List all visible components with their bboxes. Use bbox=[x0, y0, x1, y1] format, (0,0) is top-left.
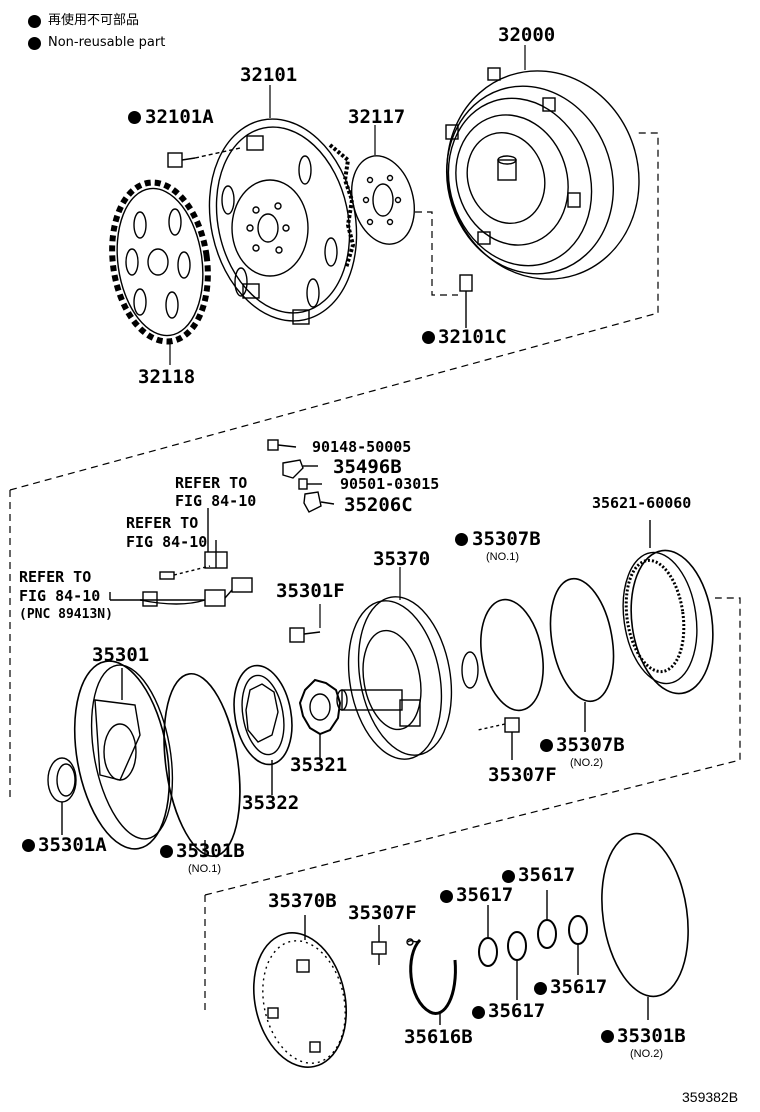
bracket-35496B bbox=[282, 459, 318, 479]
speed-sensor-lower bbox=[109, 577, 253, 607]
part-label-32101: 32101 bbox=[240, 64, 298, 86]
non-reusable-dot bbox=[422, 331, 435, 344]
part-label-35322: 35322 bbox=[242, 792, 300, 814]
part-note-35307B-no1: (NO.1) bbox=[486, 551, 519, 563]
part-label-32117: 32117 bbox=[348, 106, 406, 128]
bolt-35307F bbox=[477, 717, 520, 760]
legend-text-jp: 再使用不可部品 bbox=[48, 13, 140, 28]
part-label-35617-c: 35617 bbox=[550, 976, 608, 998]
refer-to-note-2-line1: REFER TO bbox=[126, 514, 199, 532]
bolt-35301F bbox=[289, 627, 321, 643]
part-label-35370B: 35370B bbox=[268, 890, 337, 912]
plate-35370B bbox=[252, 915, 348, 1068]
speed-sensor-upper bbox=[159, 540, 228, 580]
seal-ring-35307B-no2 bbox=[549, 577, 615, 732]
refer-to-note-3-line1: REFER TO bbox=[19, 568, 92, 586]
stator-shaft-35370 bbox=[336, 596, 479, 760]
part-label-35301A: 35301A bbox=[38, 834, 107, 856]
legend-text-en: Non-reusable part bbox=[48, 35, 166, 50]
part-label-32101A: 32101A bbox=[145, 106, 214, 128]
part-label-35307B-no1: 35307B bbox=[472, 528, 541, 550]
driven-gear-35321 bbox=[298, 678, 342, 758]
part-label-35321: 35321 bbox=[290, 754, 348, 776]
non-reusable-dot bbox=[440, 890, 453, 903]
part-label-35617-b: 35617 bbox=[518, 864, 576, 886]
part-label-32000: 32000 bbox=[498, 24, 556, 46]
non-reusable-dot bbox=[22, 839, 35, 852]
bolt-35307F-lower bbox=[371, 925, 387, 965]
part-label-35307F: 35307F bbox=[488, 764, 557, 786]
legend-dot-en bbox=[28, 37, 41, 50]
non-reusable-dot bbox=[160, 845, 173, 858]
non-reusable-dot bbox=[472, 1006, 485, 1019]
part-label-35307F-lower: 35307F bbox=[348, 902, 417, 924]
part-label-35621-60060: 35621-60060 bbox=[592, 494, 692, 512]
retainer-35206C bbox=[303, 491, 335, 513]
part-label-35307B-no2: 35307B bbox=[556, 734, 625, 756]
bearing-35621 bbox=[622, 520, 714, 695]
pump-body-35301 bbox=[73, 660, 174, 850]
refer-to-note-3-line2: FIG 84-10 bbox=[19, 587, 101, 605]
part-label-90148-50005: 90148-50005 bbox=[312, 438, 412, 456]
torque-converter-32000 bbox=[445, 67, 640, 280]
non-reusable-dot bbox=[455, 533, 468, 546]
part-label-35616B: 35616B bbox=[404, 1026, 473, 1048]
drive-plate-32101 bbox=[208, 118, 358, 325]
refer-to-note-2-line2: FIG 84-10 bbox=[126, 533, 208, 551]
refer-to-note-1-line1: REFER TO bbox=[175, 474, 248, 492]
part-label-90501-03015: 90501-03015 bbox=[340, 475, 440, 493]
part-label-35301: 35301 bbox=[92, 644, 150, 666]
non-reusable-dot bbox=[502, 870, 515, 883]
non-reusable-dot bbox=[128, 111, 141, 124]
part-note-35307B-no2: (NO.2) bbox=[570, 757, 603, 769]
part-note-35301B-no2: (NO.2) bbox=[630, 1048, 663, 1060]
part-label-35617-a: 35617 bbox=[456, 884, 514, 906]
part-note-35301B-no1: (NO.1) bbox=[188, 863, 221, 875]
leader-lines bbox=[169, 45, 526, 628]
part-label-35617-d: 35617 bbox=[488, 1000, 546, 1022]
part-label-35301F: 35301F bbox=[276, 580, 345, 602]
refer-to-note-1-line2: FIG 84-10 bbox=[175, 492, 257, 510]
dashed-section-frames bbox=[9, 132, 741, 1010]
drive-gear-35322 bbox=[233, 664, 293, 795]
spacer-32117 bbox=[351, 155, 415, 245]
snap-ring-35616B bbox=[406, 938, 457, 1025]
part-label-35496B: 35496B bbox=[333, 456, 402, 478]
part-label-32101C: 32101C bbox=[438, 326, 507, 348]
seal-ring-35307B-no1 bbox=[480, 598, 544, 712]
part-label-35206C: 35206C bbox=[344, 494, 413, 516]
refer-to-note-3-line3: (PNC 89413N) bbox=[19, 607, 113, 622]
pin-90501 bbox=[298, 478, 322, 490]
rings-35617 bbox=[478, 890, 588, 1000]
part-label-35301B-no2: 35301B bbox=[617, 1025, 686, 1047]
legend-dot-jp bbox=[28, 15, 41, 28]
sprocket-32118 bbox=[109, 179, 211, 345]
non-reusable-dot bbox=[534, 982, 547, 995]
non-reusable-dot bbox=[601, 1030, 614, 1043]
bolt-90148 bbox=[267, 439, 297, 451]
bolt-32101C bbox=[459, 274, 473, 328]
oring-35301B-no2 bbox=[601, 832, 689, 1020]
part-label-35301B-no1: 35301B bbox=[176, 840, 245, 862]
part-label-35370: 35370 bbox=[373, 548, 431, 570]
oring-35301B-no1 bbox=[163, 672, 241, 858]
oil-seal-35301A bbox=[47, 757, 77, 835]
diagram-id: 359382B bbox=[682, 1089, 739, 1105]
non-reusable-dot bbox=[540, 739, 553, 752]
bolt-32101A bbox=[167, 147, 241, 168]
part-label-32118: 32118 bbox=[138, 366, 196, 388]
